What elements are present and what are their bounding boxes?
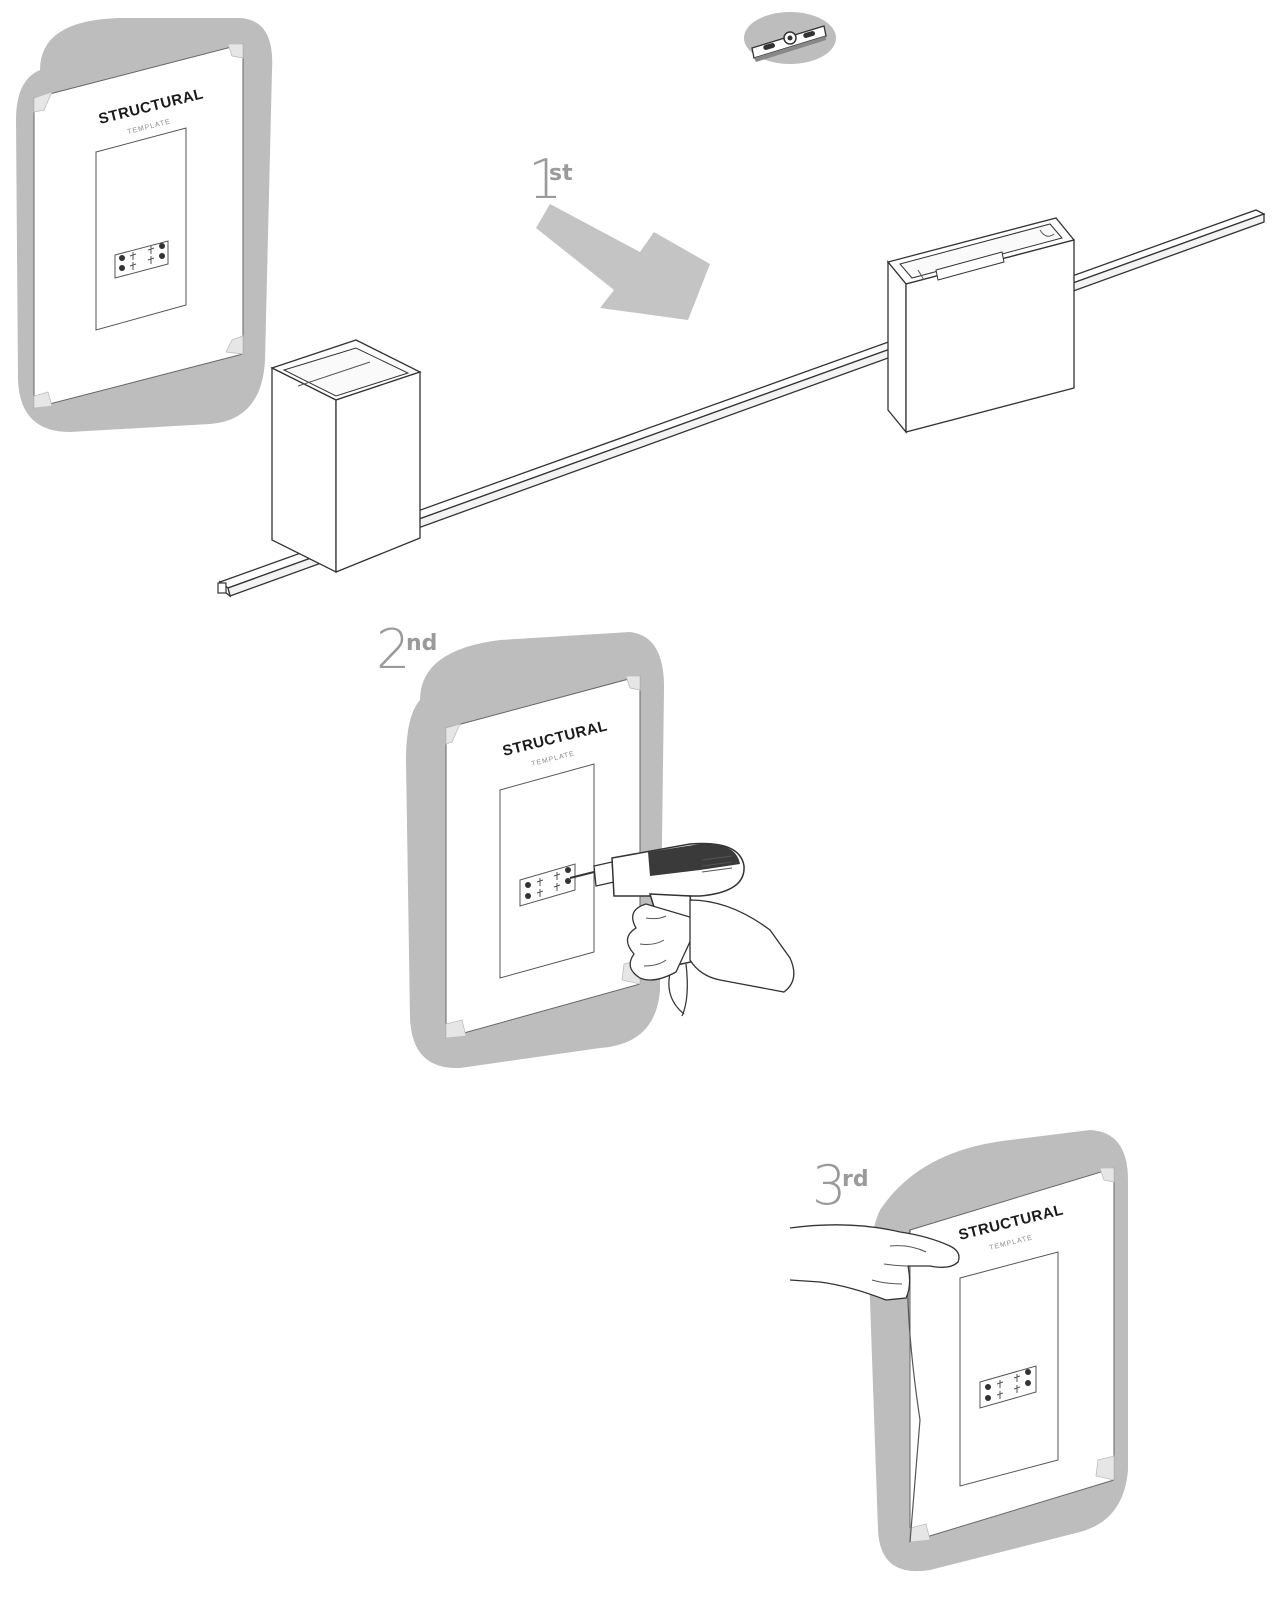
bracket-outline [114,240,169,279]
mounting-bracket-icon [744,12,836,64]
step-3-suffix: rd [842,1167,869,1192]
template-sheet-step-2: STRUCTURAL TEMPLATE [406,632,665,1069]
step-2-label: 2 nd [376,618,437,681]
step-3-number: 3 [812,1154,846,1217]
template-sheet-step-3: STRUCTURAL TEMPLATE [869,1130,1128,1572]
step-3-label: 3 rd [812,1154,869,1217]
hand-icon [626,899,795,993]
wall-lamp-illustration [217,209,1266,598]
bracket-outline [979,1365,1037,1409]
hand-icon [789,1224,960,1301]
step-2-suffix: nd [406,631,437,656]
template-sheet-top-left: STRUCTURAL TEMPLATE [16,18,273,432]
step-1-label: 1 st [528,148,573,211]
step-1-suffix: st [549,161,573,186]
bracket-outline [519,863,576,907]
arrow-icon [536,204,710,320]
step-2-number: 2 [376,618,410,681]
step-1-number: 1 [528,148,562,211]
